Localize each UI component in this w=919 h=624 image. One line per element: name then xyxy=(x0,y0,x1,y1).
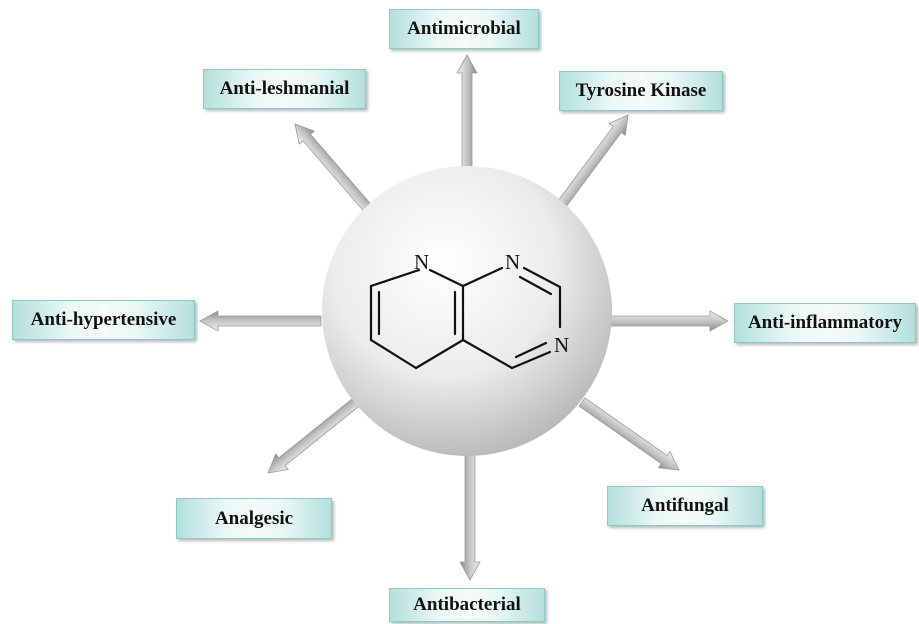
arrows-group xyxy=(199,54,729,581)
arrow-to-tyrosine-kinase xyxy=(551,114,629,216)
arrow-to-anti-leshmanial xyxy=(294,123,376,216)
label-analgesic: Analgesic xyxy=(176,498,332,539)
nitrogen-atom-1: N xyxy=(414,250,429,274)
arrow-to-anti-inflammatory xyxy=(606,310,729,332)
label-antibacterial: Antibacterial xyxy=(389,588,545,622)
label-tyrosine-kinase: Tyrosine Kinase xyxy=(559,71,723,111)
pyrido-pyrimidine-structure xyxy=(369,266,562,370)
arrow-to-antifungal xyxy=(578,397,680,471)
label-anti-inflammatory: Anti-inflammatory xyxy=(734,303,916,343)
arrow-to-antimicrobial xyxy=(456,54,478,177)
arrow-to-analgesic xyxy=(267,394,364,474)
label-anti-leshmanial: Anti-leshmanial xyxy=(203,69,366,109)
label-anti-hypertensive: Anti-hypertensive xyxy=(12,300,195,340)
label-antifungal: Antifungal xyxy=(607,486,763,526)
nitrogen-atom-2: N xyxy=(505,250,520,274)
nitrogen-atom-3: N xyxy=(554,333,569,357)
label-antimicrobial: Antimicrobial xyxy=(389,9,539,49)
core-sphere xyxy=(322,166,612,456)
arrow-to-antibacterial xyxy=(459,454,481,581)
arrow-to-anti-hypertensive xyxy=(199,310,322,332)
